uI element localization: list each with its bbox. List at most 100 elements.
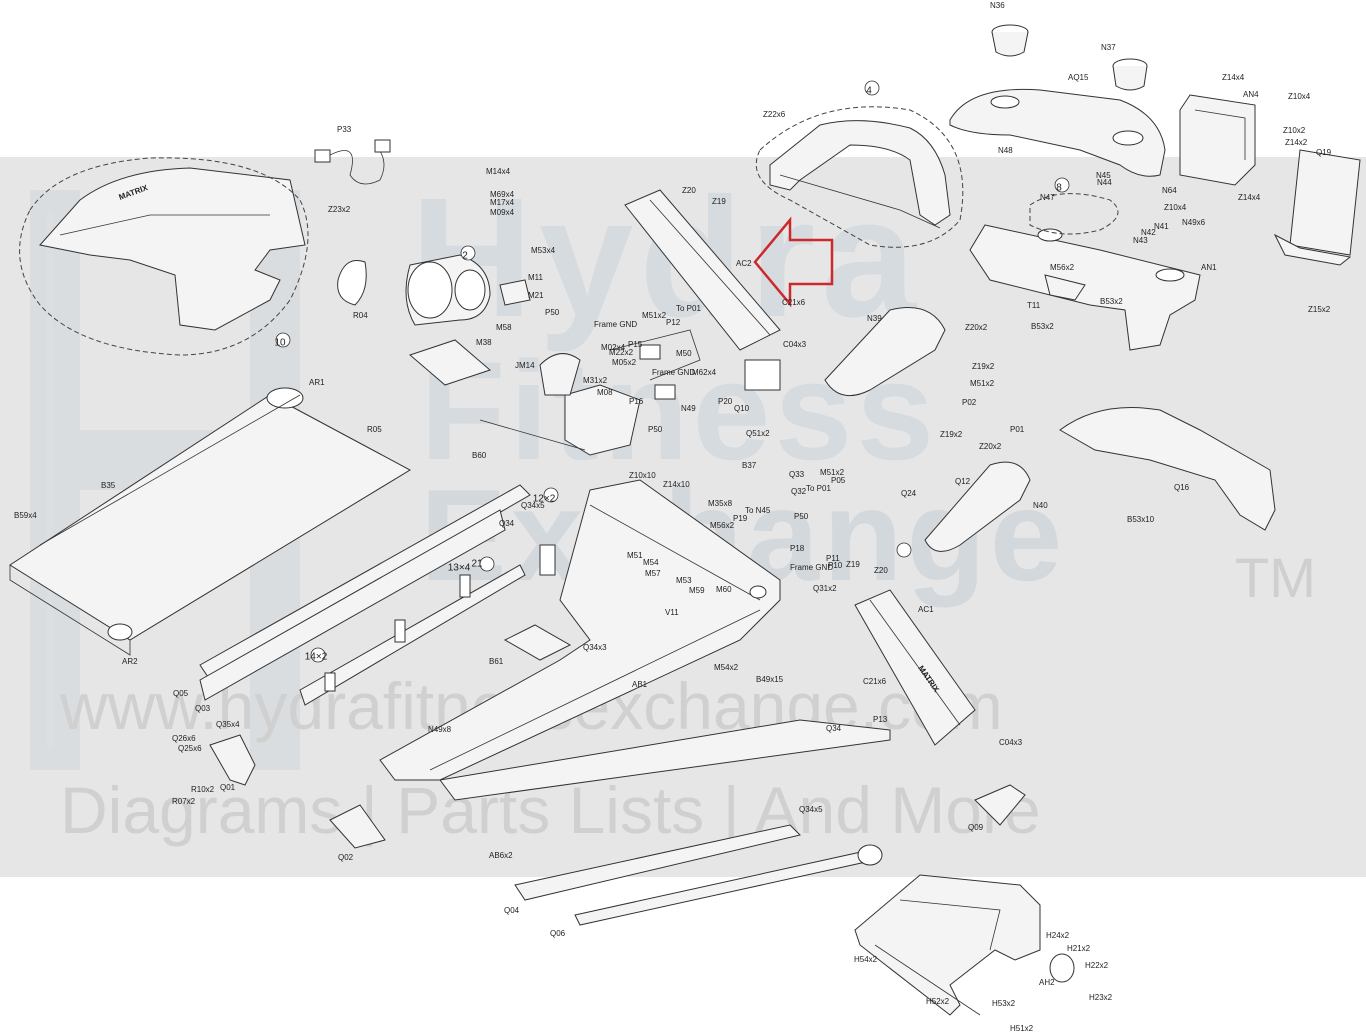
callout-label: To N45 (745, 506, 771, 515)
callout-label: H51x2 (1010, 1024, 1034, 1033)
callout-label: M31x2 (583, 376, 608, 385)
callout-label: N44 (1097, 178, 1112, 187)
callout-label: Q32 (791, 487, 807, 496)
callout-bubble (864, 80, 880, 96)
callout-label: N49x8 (428, 725, 452, 734)
callout-label: H52x2 (926, 997, 950, 1006)
callout-label: M51x2 (820, 468, 845, 477)
callout-label: Z19 (712, 197, 726, 206)
callout-bubble-number: 4 (866, 86, 872, 97)
callout-bubble (310, 647, 326, 663)
callout-label: Q34x3 (583, 643, 607, 652)
callout-label: P20 (718, 397, 733, 406)
callout-bubble (275, 332, 291, 348)
callout-label: C04x3 (999, 738, 1023, 747)
callout-label: H24x2 (1046, 931, 1070, 940)
callout-label: N37 (1101, 43, 1116, 52)
callout-bubble (896, 542, 912, 558)
callout-label: R10x2 (191, 785, 215, 794)
callout-label: M38 (476, 338, 492, 347)
callout-label: M56x2 (710, 521, 735, 530)
callout-bubbles (275, 80, 1070, 663)
callout-label: N45 (1096, 171, 1111, 180)
parts-drawing (9, 24, 1361, 1016)
callout-label: Q10 (734, 404, 750, 413)
callout-bubble (1054, 177, 1070, 193)
callout-label: AR2 (122, 657, 138, 666)
callout-label: Z23x2 (328, 205, 351, 214)
callout-label: Z10x2 (1283, 126, 1306, 135)
callout-label: Z14x4 (1222, 73, 1245, 82)
callout-label: M58 (496, 323, 512, 332)
callout-label: P16 (629, 397, 644, 406)
callout-label: M51 (627, 551, 643, 560)
callout-label: AC2 (736, 259, 752, 268)
callout-label: M17x4 (490, 198, 515, 207)
highlight-arrow (753, 216, 834, 308)
callout-label: B37 (742, 461, 757, 470)
callout-label: H22x2 (1085, 961, 1109, 970)
callout-label: AQ15 (1068, 73, 1089, 82)
callout-label: Q34x5 (799, 805, 823, 814)
callout-label: Q34x5 (521, 501, 545, 510)
callout-label: Q26x6 (172, 734, 196, 743)
callout-label: Z19x2 (972, 362, 995, 371)
callout-label: P01 (1010, 425, 1025, 434)
callout-label: B49x15 (756, 675, 784, 684)
callout-label: M62x4 (692, 368, 717, 377)
callout-label: Q19 (1316, 148, 1332, 157)
callout-label: P10 (828, 561, 843, 570)
callout-label: M22x2 (609, 348, 634, 357)
callout-label: AN4 (1243, 90, 1259, 99)
callout-label: N41 (1154, 222, 1169, 231)
callout-label: Q25x6 (178, 744, 202, 753)
callout-label: N39 (867, 314, 882, 323)
callout-label: Q02 (338, 853, 354, 862)
callout-label: Z15x2 (1308, 305, 1331, 314)
callout-label: P15 (628, 340, 643, 349)
callout-label: M09x4 (490, 208, 515, 217)
callout-label: Z20x2 (965, 323, 988, 332)
callout-label: P02 (962, 398, 977, 407)
callout-label: M56x2 (1050, 263, 1075, 272)
callout-label: N64 (1162, 186, 1177, 195)
callout-label: Z14x10 (663, 480, 690, 489)
callout-label: Z10x4 (1164, 203, 1187, 212)
callout-label: P18 (790, 544, 805, 553)
callout-label: B61 (489, 657, 504, 666)
callout-label: H53x2 (992, 999, 1016, 1008)
callout-label: P05 (831, 476, 846, 485)
callout-label: C21x6 (782, 298, 806, 307)
callout-label: AH2 (1039, 978, 1055, 987)
callout-label: Q51x2 (746, 429, 770, 438)
callout-label: Frame GND (652, 368, 695, 377)
callout-label: Z20 (682, 186, 696, 195)
callout-label: P12 (666, 318, 681, 327)
callout-label: P11 (826, 554, 840, 563)
callout-label: Z20x2 (979, 442, 1002, 451)
callout-label: R07x2 (172, 797, 196, 806)
callout-label: Z14x2 (1285, 138, 1308, 147)
callout-bubble (543, 487, 559, 503)
callout-label: Q04 (504, 906, 520, 915)
callout-label: Frame GND (594, 320, 637, 329)
callout-label: R04 (353, 311, 368, 320)
callout-label: P33 (337, 125, 352, 134)
callout-bubble (460, 245, 476, 261)
callout-label: JM14 (515, 361, 535, 370)
callout-label: N48 (998, 146, 1013, 155)
callout-label: P13 (873, 715, 888, 724)
callout-label: Q24 (901, 489, 917, 498)
callout-label: Q16 (1174, 483, 1190, 492)
callout-label: AN1 (1201, 263, 1217, 272)
callout-label: N49 (681, 404, 696, 413)
callout-label: B53x2 (1031, 322, 1054, 331)
callout-label: Z10x4 (1288, 92, 1311, 101)
callout-label: M59 (689, 586, 705, 595)
callout-label: N47 (1040, 193, 1055, 202)
callout-label: M54x2 (714, 663, 739, 672)
callout-label: Q01 (220, 783, 236, 792)
callout-label: H54x2 (854, 955, 878, 964)
